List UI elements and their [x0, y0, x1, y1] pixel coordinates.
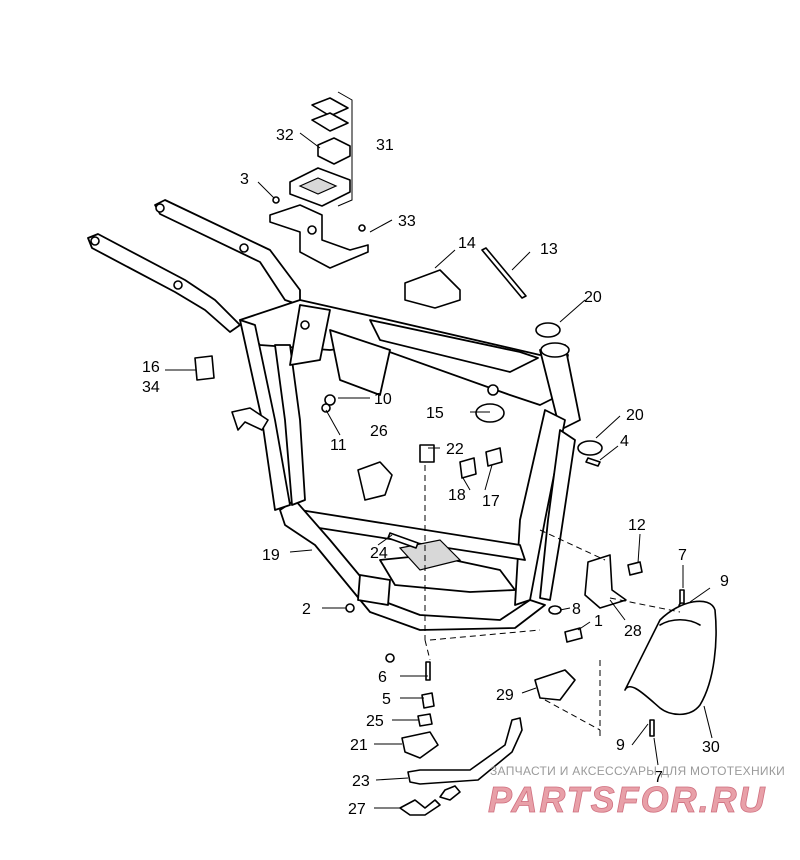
callout-5: 5 [382, 691, 391, 708]
callout-4: 4 [620, 433, 629, 450]
callout-20b: 20 [626, 407, 644, 424]
callout-10: 10 [374, 391, 392, 408]
callout-22: 22 [446, 441, 464, 458]
callout-11: 11 [330, 437, 347, 454]
callout-19: 19 [262, 547, 280, 564]
watermark-tagline: ЗАПЧАСТИ И АКСЕССУАРЫ ДЛЯ МОТОТЕХНИКИ [490, 764, 786, 778]
callout-17: 17 [482, 493, 500, 510]
callout-labels: 1 2 3 4 5 6 7 7 8 9 9 10 11 12 13 14 15 … [142, 127, 729, 818]
callout-15: 15 [426, 405, 444, 422]
mounting-bracket [269, 204, 369, 269]
alignment-lines [424, 465, 681, 740]
callout-33: 33 [398, 213, 416, 230]
callout-21: 21 [350, 737, 368, 754]
callout-29: 29 [496, 687, 514, 704]
callout-31: 31 [376, 137, 394, 154]
callout-9a: 9 [720, 573, 729, 590]
callout-8: 8 [572, 601, 581, 618]
callout-16: 16 [142, 359, 160, 376]
leader-lines [165, 132, 713, 809]
callout-7a: 7 [678, 547, 687, 564]
callout-32: 32 [276, 127, 294, 144]
callout-1: 1 [594, 613, 603, 630]
callout-12: 12 [628, 517, 646, 534]
callout-30: 30 [702, 739, 720, 756]
fuse-box-assembly [289, 91, 353, 207]
callout-13: 13 [540, 241, 558, 258]
callout-14: 14 [458, 235, 476, 252]
rear-frame-rails [87, 199, 301, 333]
callout-24: 24 [370, 545, 388, 562]
callout-3: 3 [240, 171, 249, 188]
callout-27: 27 [348, 801, 366, 818]
callout-23: 23 [352, 773, 370, 790]
callout-18: 18 [448, 487, 466, 504]
front-fairing [624, 600, 717, 716]
callout-28: 28 [624, 623, 642, 640]
callout-6: 6 [378, 669, 387, 686]
callout-25: 25 [366, 713, 384, 730]
callout-9b: 9 [616, 737, 625, 754]
callout-34: 34 [142, 379, 160, 396]
main-frame [231, 299, 581, 631]
callout-2: 2 [302, 601, 311, 618]
jiffy-stand [399, 717, 523, 816]
callout-7b: 7 [654, 769, 663, 786]
callout-26: 26 [370, 423, 388, 440]
small-parts [194, 196, 686, 759]
callout-20a: 20 [584, 289, 602, 306]
